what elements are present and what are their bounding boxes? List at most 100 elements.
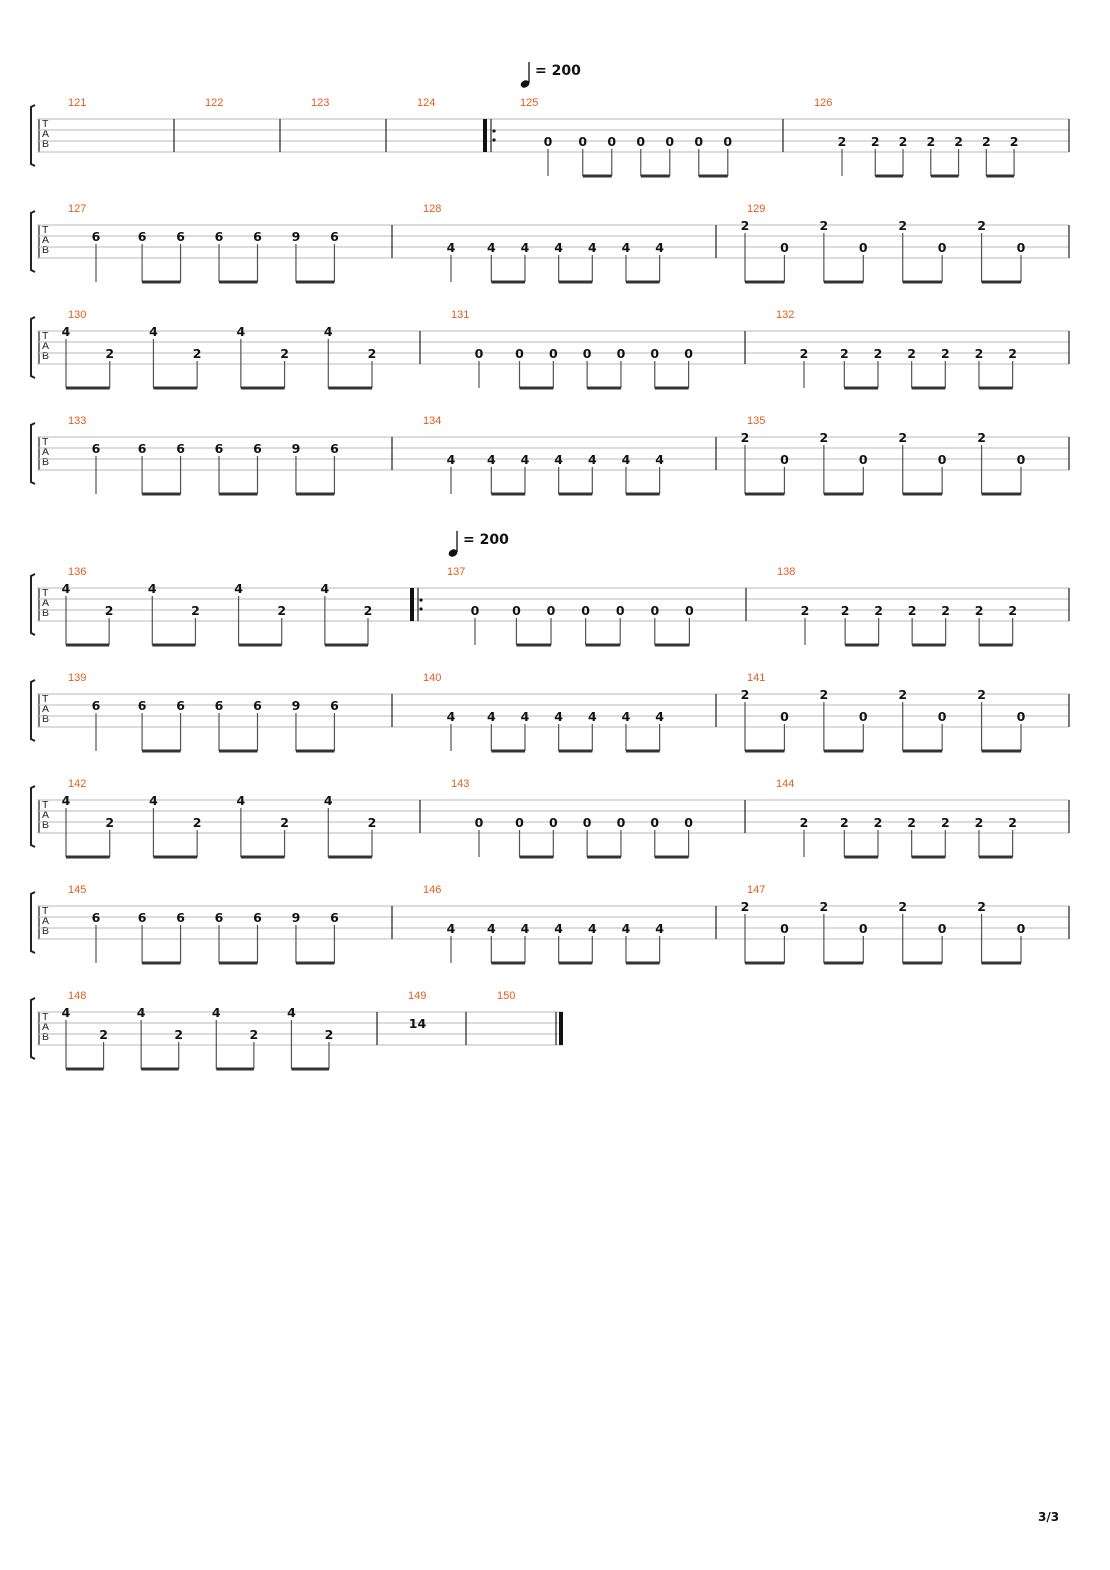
tab-clef-letter: T <box>42 436 49 448</box>
fret-number: 2 <box>368 346 377 361</box>
fret-number: 0 <box>938 240 947 255</box>
fret-number: 6 <box>253 229 262 244</box>
fret-number: 2 <box>741 687 750 702</box>
tab-clef-letter: B <box>42 1031 49 1043</box>
fret-number: 6 <box>330 698 339 713</box>
fret-number: 2 <box>1008 346 1017 361</box>
fret-number: 2 <box>191 603 200 618</box>
measure-number: 141 <box>747 672 765 684</box>
fret-number: 4 <box>622 709 631 724</box>
fret-number: 4 <box>237 324 246 339</box>
fret-number: 0 <box>684 815 693 830</box>
fret-number: 4 <box>521 452 530 467</box>
measure-number: 122 <box>205 97 223 109</box>
system-bracket <box>30 785 36 848</box>
fret-number: 0 <box>544 134 553 149</box>
fret-number: 0 <box>581 603 590 618</box>
fret-number: 4 <box>554 709 563 724</box>
tab-clef-letter: B <box>42 138 49 150</box>
tab-clef-letter: B <box>42 607 49 619</box>
tab-clef-letter: A <box>42 809 49 821</box>
fret-number: 0 <box>859 452 868 467</box>
fret-number: 6 <box>253 441 262 456</box>
fret-number: 9 <box>292 229 301 244</box>
fret-number: 0 <box>665 134 674 149</box>
fret-number: 2 <box>926 134 935 149</box>
measure-number: 128 <box>423 203 441 215</box>
tab-clef-letter: A <box>42 128 49 140</box>
fret-number: 4 <box>487 921 496 936</box>
fret-number: 4 <box>588 709 597 724</box>
system-bracket <box>30 997 36 1060</box>
fret-number: 0 <box>549 346 558 361</box>
fret-number: 0 <box>780 240 789 255</box>
fret-number: 0 <box>650 346 659 361</box>
fret-number: 4 <box>655 709 664 724</box>
fret-number: 0 <box>583 815 592 830</box>
fret-number: 4 <box>487 452 496 467</box>
measure-number: 121 <box>68 97 86 109</box>
fret-number: 2 <box>741 430 750 445</box>
fret-number: 2 <box>105 603 114 618</box>
measure-number: 125 <box>520 97 538 109</box>
fret-number: 2 <box>874 815 883 830</box>
fret-number: 0 <box>547 603 556 618</box>
tab-clef-letter: B <box>42 456 49 468</box>
fret-number: 14 <box>409 1016 427 1031</box>
fret-number: 6 <box>330 441 339 456</box>
tab-clef-letter: T <box>42 118 49 130</box>
fret-number: 2 <box>800 815 809 830</box>
fret-number: 4 <box>655 240 664 255</box>
fret-number: 2 <box>280 346 289 361</box>
fret-number: 0 <box>1017 921 1026 936</box>
fret-number: 2 <box>874 346 883 361</box>
fret-number: 0 <box>512 603 521 618</box>
repeat-dot <box>492 129 496 133</box>
tab-clef-letter: T <box>42 330 49 342</box>
fret-number: 0 <box>515 346 524 361</box>
fret-number: 6 <box>138 910 147 925</box>
fret-number: 2 <box>1008 815 1017 830</box>
fret-number: 6 <box>176 910 185 925</box>
fret-number: 4 <box>287 1005 296 1020</box>
fret-number: 4 <box>234 581 243 596</box>
fret-number: 2 <box>982 134 991 149</box>
fret-number: 2 <box>899 134 908 149</box>
fret-number: 6 <box>253 698 262 713</box>
fret-number: 4 <box>137 1005 146 1020</box>
fret-number: 4 <box>149 793 158 808</box>
fret-number: 2 <box>898 899 907 914</box>
fret-number: 2 <box>280 815 289 830</box>
measure-number: 135 <box>747 415 765 427</box>
tab-clef-letter: T <box>42 905 49 917</box>
fret-number: 2 <box>193 815 202 830</box>
fret-number: 2 <box>741 899 750 914</box>
quarter-note-icon <box>448 549 458 557</box>
tab-clef-letter: A <box>42 234 49 246</box>
fret-number: 2 <box>838 134 847 149</box>
system-bracket <box>30 891 36 954</box>
measure-number: 126 <box>814 97 832 109</box>
fret-number: 0 <box>475 346 484 361</box>
tab-clef-letter: T <box>42 224 49 236</box>
fret-number: 2 <box>1010 134 1019 149</box>
fret-number: 6 <box>92 698 101 713</box>
fret-number: 2 <box>941 603 950 618</box>
fret-number: 2 <box>977 899 986 914</box>
fret-number: 0 <box>549 815 558 830</box>
fret-number: 2 <box>1008 603 1017 618</box>
measure-number: 123 <box>311 97 329 109</box>
fret-number: 2 <box>820 218 829 233</box>
fret-number: 2 <box>741 218 750 233</box>
fret-number: 2 <box>841 603 850 618</box>
fret-number: 4 <box>588 240 597 255</box>
tab-clef-letter: A <box>42 340 49 352</box>
fret-number: 6 <box>215 229 224 244</box>
measure-number: 130 <box>68 309 86 321</box>
measure-number: 132 <box>776 309 794 321</box>
